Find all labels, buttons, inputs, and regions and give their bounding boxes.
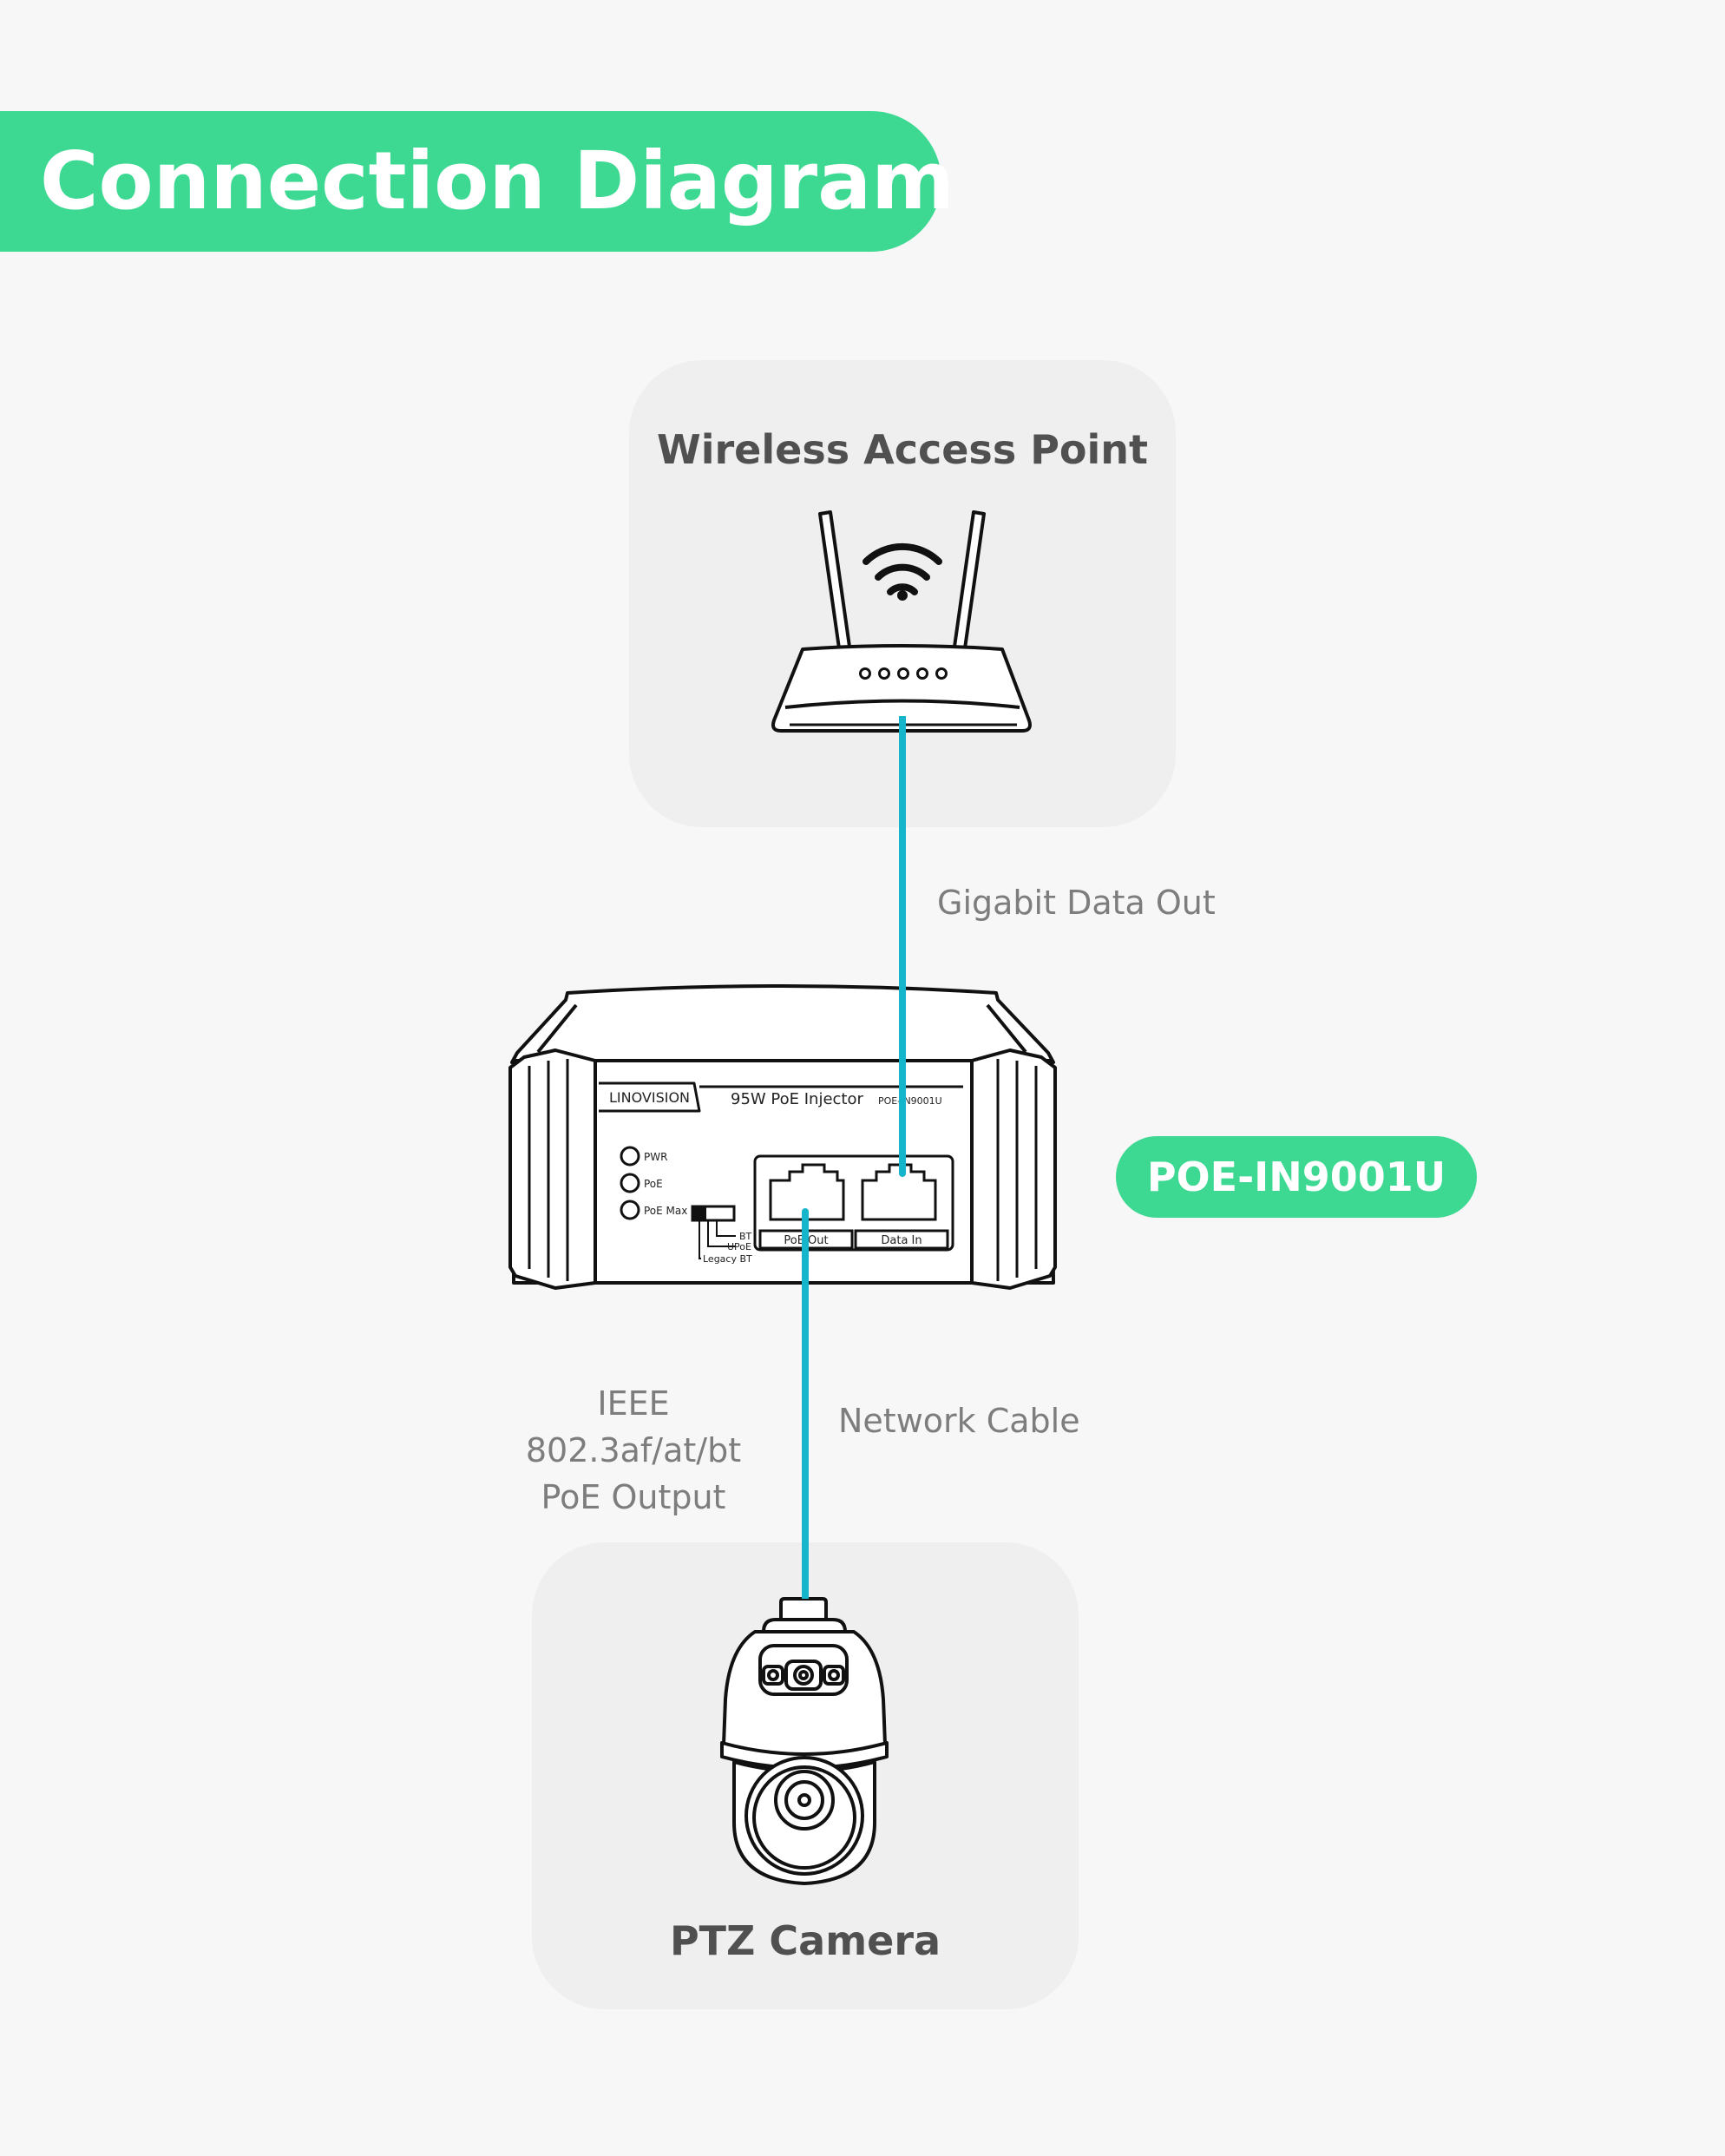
gigabit-data-out-label: Gigabit Data Out — [937, 884, 1216, 922]
injector-brand: LINOVISION — [609, 1089, 690, 1106]
poe-output-standard-label: IEEE 802.3af/at/bt PoE Output — [486, 1380, 781, 1521]
port-labels: PoE Out Data In — [784, 1234, 922, 1247]
model-badge: POE-IN9001U — [1116, 1136, 1477, 1218]
switch-upoe-label: UPoE — [727, 1241, 751, 1252]
ieee-standard-line: IEEE 802.3af/at/bt — [525, 1384, 742, 1469]
led-poe-max-label: PoE Max — [644, 1205, 687, 1217]
poe-out-port[interactable] — [769, 1163, 845, 1221]
data-in-plug — [899, 1170, 906, 1177]
mode-switch[interactable]: BT UPoE Legacy BT — [691, 1205, 752, 1265]
network-cable-label: Network Cable — [838, 1402, 1080, 1440]
switch-legacy-label: Legacy BT — [703, 1253, 752, 1265]
poe-out-plug — [802, 1208, 809, 1215]
ptz-camera-icon — [720, 1597, 889, 1885]
page-title: Connection Diagram — [40, 135, 955, 227]
injector-model-small: POE-IN9001U — [878, 1095, 942, 1107]
led-pwr-icon — [620, 1146, 640, 1167]
led-pwr-label: PWR — [644, 1151, 667, 1163]
led-poe-label: PoE — [644, 1178, 663, 1190]
led-poe-max-icon — [620, 1200, 640, 1220]
header-banner: Connection Diagram — [0, 111, 954, 252]
injector-panel-labels: LINOVISION 95W PoE Injector POE-IN9001U — [609, 1089, 942, 1108]
injector-leds: PWR PoE PoE Max — [620, 1146, 687, 1220]
poe-output-line: PoE Output — [541, 1478, 726, 1516]
data-in-port[interactable] — [861, 1163, 937, 1221]
port-data-in-label: Data In — [881, 1234, 922, 1247]
router-status-leds — [859, 667, 948, 680]
wifi-icon — [862, 542, 942, 601]
switch-bt-label: BT — [739, 1231, 752, 1242]
camera-title: PTZ Camera — [669, 1917, 941, 1964]
injector-product: 95W PoE Injector — [731, 1090, 864, 1108]
led-poe-icon — [620, 1173, 640, 1193]
access-point-title: Wireless Access Point — [656, 426, 1149, 473]
